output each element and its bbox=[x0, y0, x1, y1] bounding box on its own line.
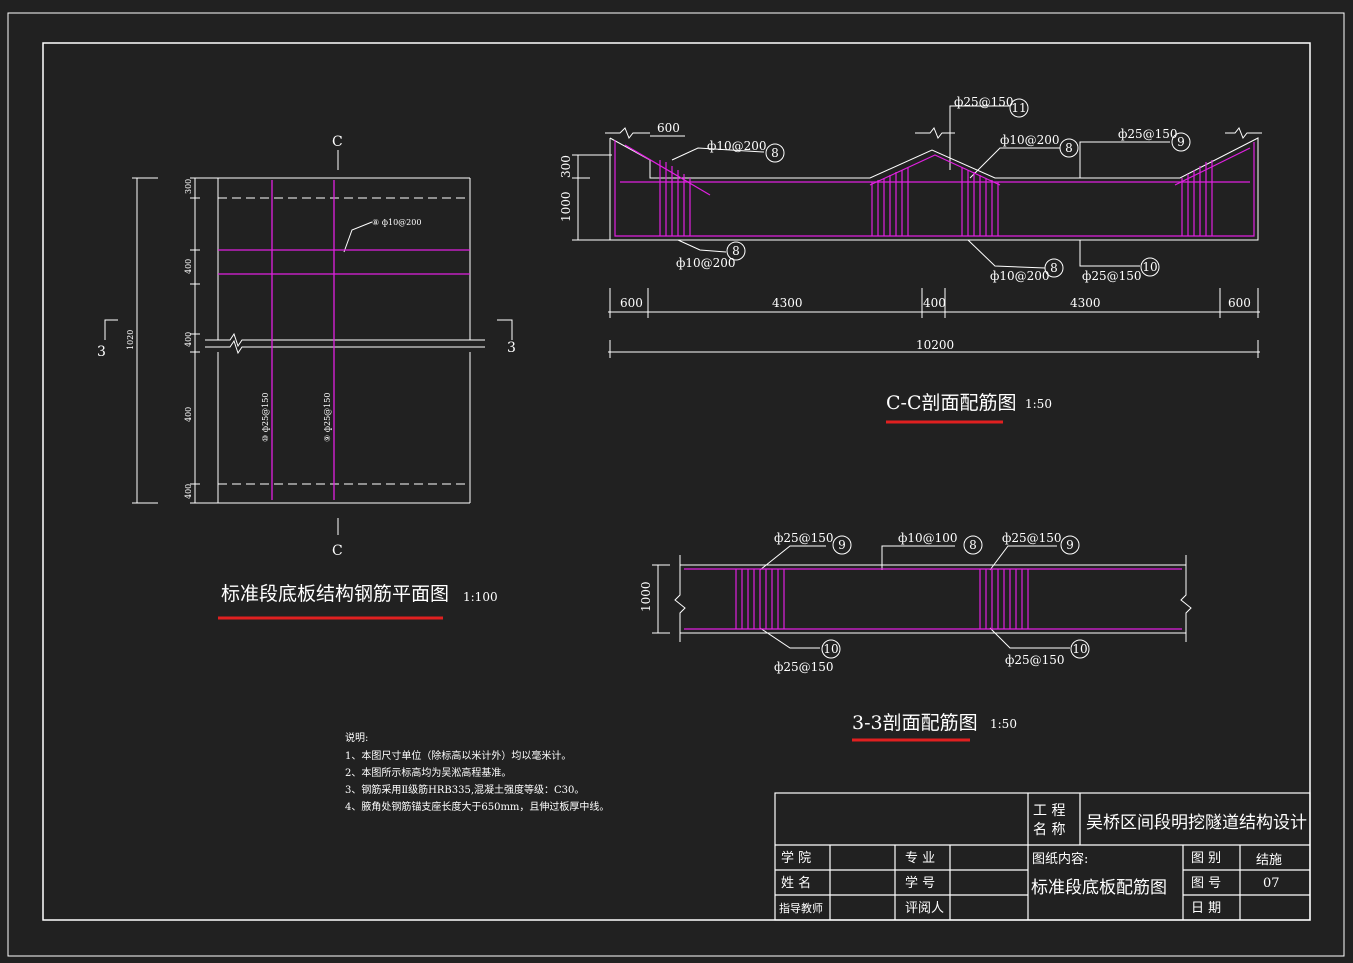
cc-dim-1: 600 bbox=[620, 296, 643, 310]
plan-dim-total: 1020 bbox=[126, 330, 135, 350]
cc-dim-total: 10200 bbox=[916, 338, 954, 352]
cc-dim-5: 600 bbox=[1228, 296, 1251, 310]
plan-rebar bbox=[218, 180, 470, 500]
s33-title: 3-3剖面配筋图 bbox=[852, 712, 978, 734]
plan-vertical-tag-1: ⑩ ф25@150 bbox=[261, 393, 270, 442]
s33-tag-top-1: ф25@150 bbox=[774, 531, 834, 545]
cc-dim-4: 4300 bbox=[1070, 296, 1101, 310]
tb-date-label: 日 期 bbox=[1191, 901, 1221, 916]
inner-border bbox=[42, 42, 1311, 921]
plan-dim-4: 400 bbox=[184, 407, 193, 422]
cc-callout-m-top: 11 bbox=[1011, 101, 1026, 115]
s33-callout-t3: 9 bbox=[1066, 538, 1074, 552]
cc-dim-3: 400 bbox=[923, 296, 946, 310]
s33-dim-1000: 1000 bbox=[639, 581, 653, 612]
cc-callout-r-bot: 10 bbox=[1142, 260, 1157, 274]
cc-scale: 1:50 bbox=[1025, 397, 1052, 411]
cc-tag-mid-bottom: ф10@200 bbox=[990, 269, 1050, 283]
cc-dim-300: 300 bbox=[559, 155, 573, 178]
tb-major-label: 专 业 bbox=[905, 851, 935, 866]
s33-tag-bottom-1: ф25@150 bbox=[774, 660, 834, 674]
s33-callout-t1: 9 bbox=[838, 538, 846, 552]
cc-stirrups-right bbox=[1181, 160, 1213, 236]
cc-stirrups-mid-left bbox=[871, 167, 909, 236]
s33-callouts bbox=[821, 535, 1090, 659]
cc-callouts bbox=[726, 98, 1191, 278]
cc-tag-mid-mid: ф10@200 bbox=[1000, 133, 1060, 147]
tb-number-label: 图 号 bbox=[1191, 876, 1221, 891]
cc-callout-m-mid: 8 bbox=[1065, 141, 1073, 155]
cc-rebar bbox=[614, 140, 1255, 237]
s33-callout-b1: 10 bbox=[823, 642, 838, 656]
cc-tag-left-top: ф10@200 bbox=[707, 139, 767, 153]
cc-tag-right-top: ф25@150 bbox=[1118, 127, 1178, 141]
s33-tag-bottom-2: ф25@150 bbox=[1005, 653, 1065, 667]
tb-student-no-label: 学 号 bbox=[905, 875, 935, 891]
s33-outline bbox=[652, 545, 1192, 649]
plan-dim-1: 300 bbox=[184, 179, 193, 194]
notes-item-4: 4、腋角处钢筋锚支座长度大于650mm，且伸过板厚中线。 bbox=[345, 800, 609, 813]
cc-tag-left-bottom: ф10@200 bbox=[676, 256, 736, 270]
plan-rebar-tag: ⑧ ф10@200 bbox=[372, 218, 421, 227]
title-block-grid bbox=[774, 792, 1311, 921]
s33-scale: 1:50 bbox=[990, 717, 1017, 731]
cc-dim-top: 600 bbox=[657, 121, 680, 135]
plan-vertical-tag-2: ⑨ ф25@150 bbox=[323, 393, 332, 442]
cc-callout-l-top: 8 bbox=[771, 146, 779, 160]
cc-dim-2: 4300 bbox=[772, 296, 803, 310]
tb-content: 标准段底板配筋图 bbox=[1031, 878, 1167, 898]
tb-name-label: 姓 名 bbox=[781, 875, 811, 891]
plan-view bbox=[104, 150, 513, 535]
cc-tag-right-bottom: ф25@150 bbox=[1082, 269, 1142, 283]
plan-dim-3: 400 bbox=[184, 332, 193, 347]
s33-callout-t2: 8 bbox=[969, 538, 977, 552]
plan-scale: 1:100 bbox=[463, 590, 498, 604]
plan-title: 标准段底板结构钢筋平面图 bbox=[221, 583, 449, 605]
tb-project-label-2: 名 称 bbox=[1033, 822, 1065, 838]
cc-callout-m-bot: 8 bbox=[1050, 261, 1058, 275]
plan-section-c-bottom: C bbox=[332, 543, 343, 559]
plan-dim-2: 400 bbox=[184, 259, 193, 274]
cc-stirrups-left bbox=[659, 160, 691, 236]
s33-callout-b2: 10 bbox=[1072, 642, 1087, 656]
outer-border bbox=[7, 12, 1345, 957]
notes-item-2: 2、本图所示标高均为吴淞高程基准。 bbox=[345, 766, 511, 779]
plan-dim-5: 400 bbox=[184, 484, 193, 499]
tb-project-label-1: 工 程 bbox=[1033, 803, 1065, 819]
plan-section-3-left: 3 bbox=[97, 344, 106, 360]
s33-rebar bbox=[684, 568, 1182, 630]
s33-tag-top-2: ф10@100 bbox=[898, 531, 958, 545]
tb-reviewer-label: 评阅人 bbox=[905, 901, 944, 916]
s33-tag-top-3: ф25@150 bbox=[1002, 531, 1062, 545]
tb-category-label: 图 别 bbox=[1191, 851, 1221, 866]
tb-number: 07 bbox=[1263, 876, 1280, 891]
cc-tag-mid-top: ф25@150 bbox=[954, 95, 1014, 109]
tb-category: 结施 bbox=[1256, 853, 1282, 868]
tb-advisor-label: 指导教师 bbox=[779, 901, 823, 915]
notes-item-3: 3、钢筋采用Ⅱ级筋HRB335,混凝土强度等级：C30。 bbox=[345, 783, 584, 796]
notes-heading: 说明: bbox=[345, 731, 368, 744]
cc-title: C-C剖面配筋图 bbox=[886, 392, 1017, 414]
cc-callout-r-top: 9 bbox=[1177, 135, 1185, 149]
tb-school-label: 学 院 bbox=[781, 850, 811, 866]
cc-callout-l-bot: 8 bbox=[732, 244, 740, 258]
plan-section-3-right: 3 bbox=[507, 340, 516, 356]
tb-content-label: 图纸内容: bbox=[1032, 851, 1088, 867]
notes-item-1: 1、本图尺寸单位（除标高以米计外）均以毫米计。 bbox=[345, 749, 571, 762]
tb-project-name: 吴桥区间段明挖隧道结构设计 bbox=[1086, 813, 1307, 833]
plan-section-c-top: C bbox=[332, 134, 343, 150]
cc-section-outline bbox=[572, 105, 1262, 358]
cc-dim-1000: 1000 bbox=[559, 191, 573, 222]
cc-stirrups-mid-right bbox=[961, 167, 999, 236]
